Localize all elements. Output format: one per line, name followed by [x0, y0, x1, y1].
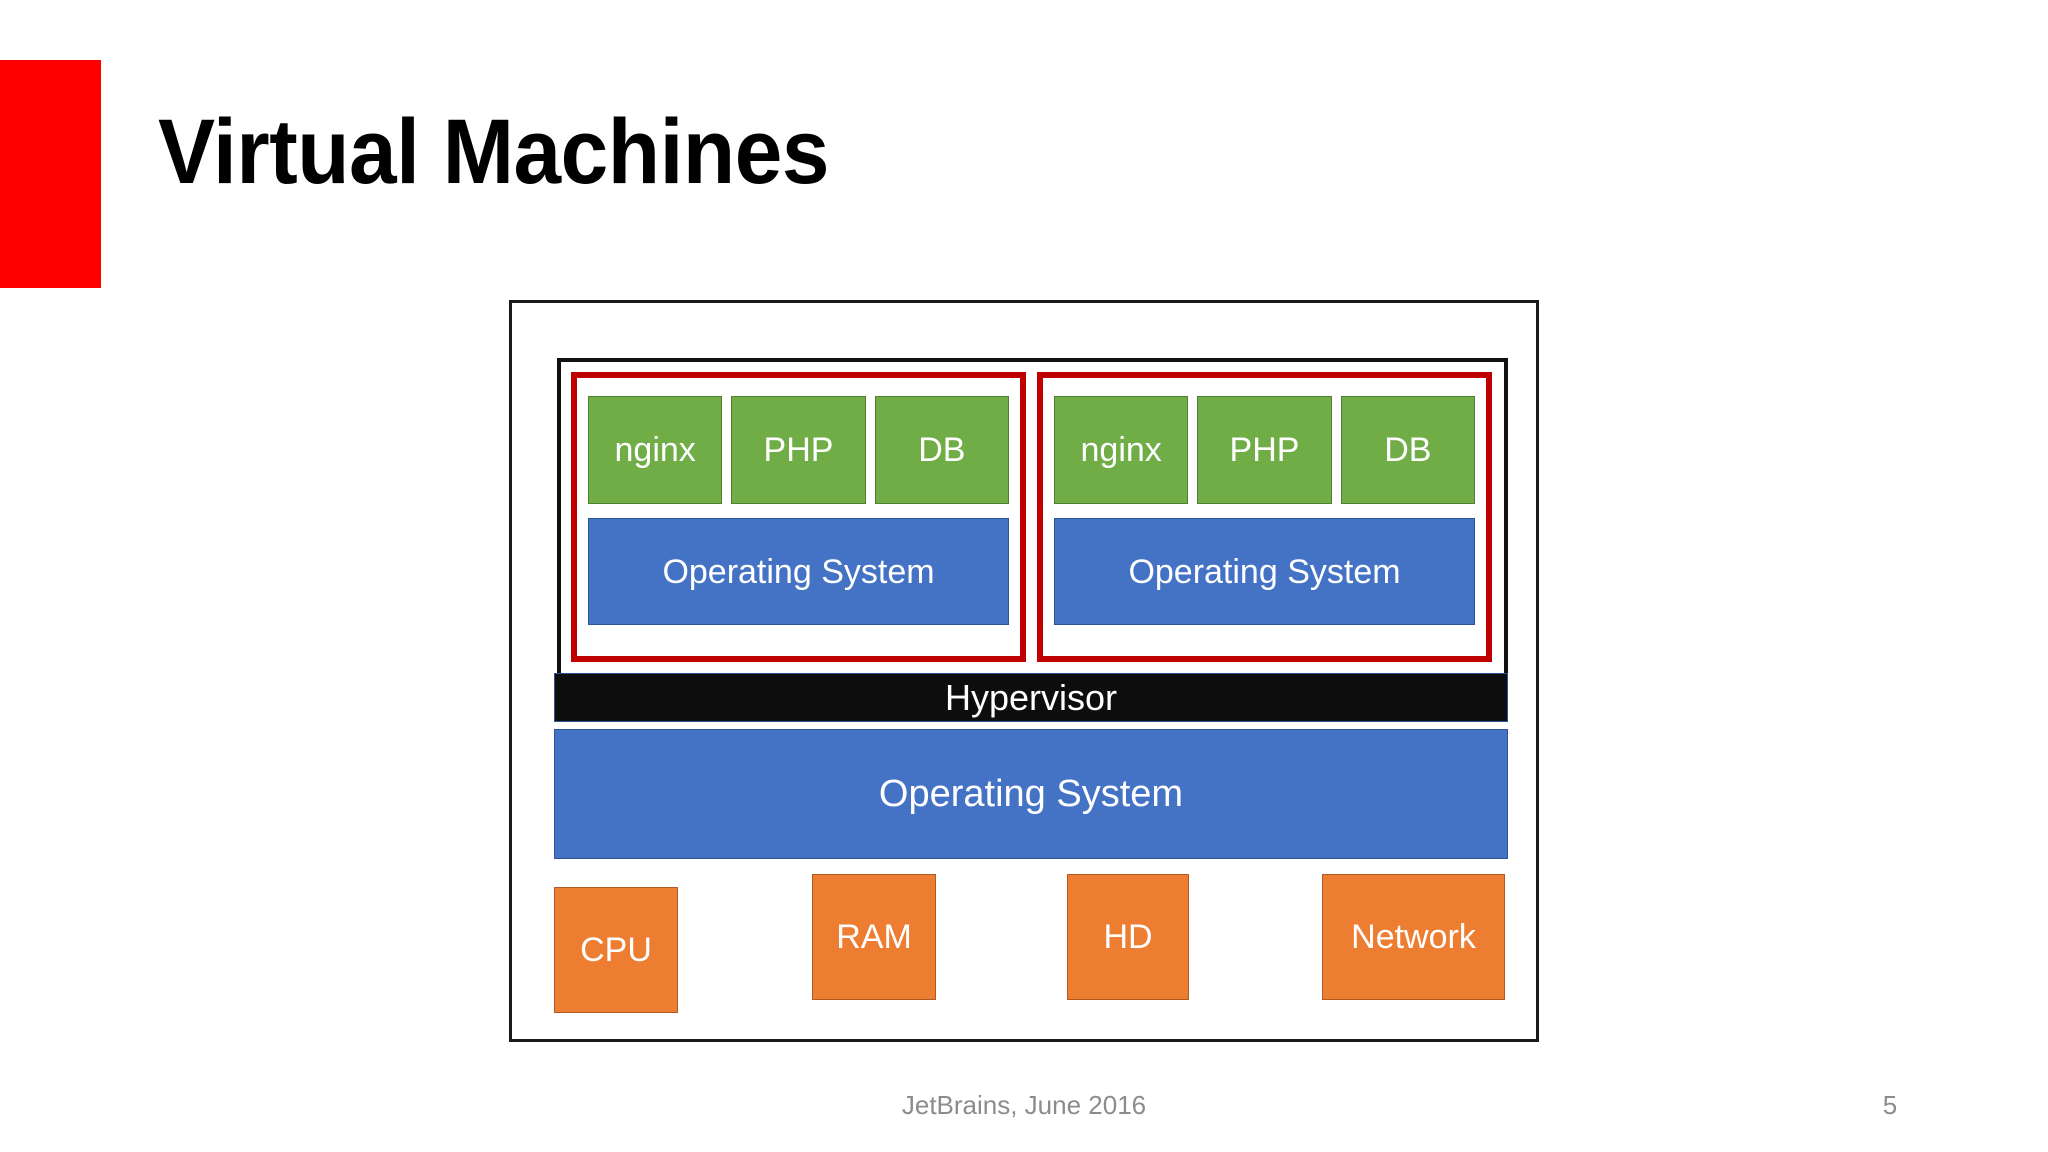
vm-container: nginx PHP DB Operating System nginx PHP …	[557, 358, 1508, 678]
vm-left[interactable]: nginx PHP DB Operating System	[571, 372, 1026, 662]
hardware-box-cpu[interactable]: CPU	[554, 887, 678, 1013]
app-box-db[interactable]: DB	[1340, 396, 1475, 504]
page-number: 5	[1882, 1090, 1898, 1120]
page-title: Virtual Machines	[158, 101, 829, 203]
accent-bar	[0, 60, 101, 288]
hardware-box-ram[interactable]: RAM	[812, 874, 936, 1000]
app-box-php[interactable]: PHP	[1197, 396, 1332, 504]
vm-right-operating-system[interactable]: Operating System	[1054, 518, 1475, 625]
host-operating-system-bar[interactable]: Operating System	[554, 729, 1508, 859]
vm-right-apps: nginx PHP DB	[1054, 396, 1475, 504]
app-box-db[interactable]: DB	[874, 396, 1009, 504]
hypervisor-bar[interactable]: Hypervisor	[554, 673, 1508, 722]
footer-note: JetBrains, June 2016	[901, 1090, 1147, 1120]
virtualization-stack-diagram: nginx PHP DB Operating System nginx PHP …	[509, 300, 1539, 1042]
vm-right[interactable]: nginx PHP DB Operating System	[1037, 372, 1492, 662]
app-box-nginx[interactable]: nginx	[588, 396, 723, 504]
vm-left-operating-system[interactable]: Operating System	[588, 518, 1009, 625]
app-box-nginx[interactable]: nginx	[1054, 396, 1189, 504]
app-box-php[interactable]: PHP	[731, 396, 866, 504]
vm-left-apps: nginx PHP DB	[588, 396, 1009, 504]
hardware-box-network[interactable]: Network	[1322, 874, 1505, 1000]
hardware-box-hd[interactable]: HD	[1067, 874, 1189, 1000]
